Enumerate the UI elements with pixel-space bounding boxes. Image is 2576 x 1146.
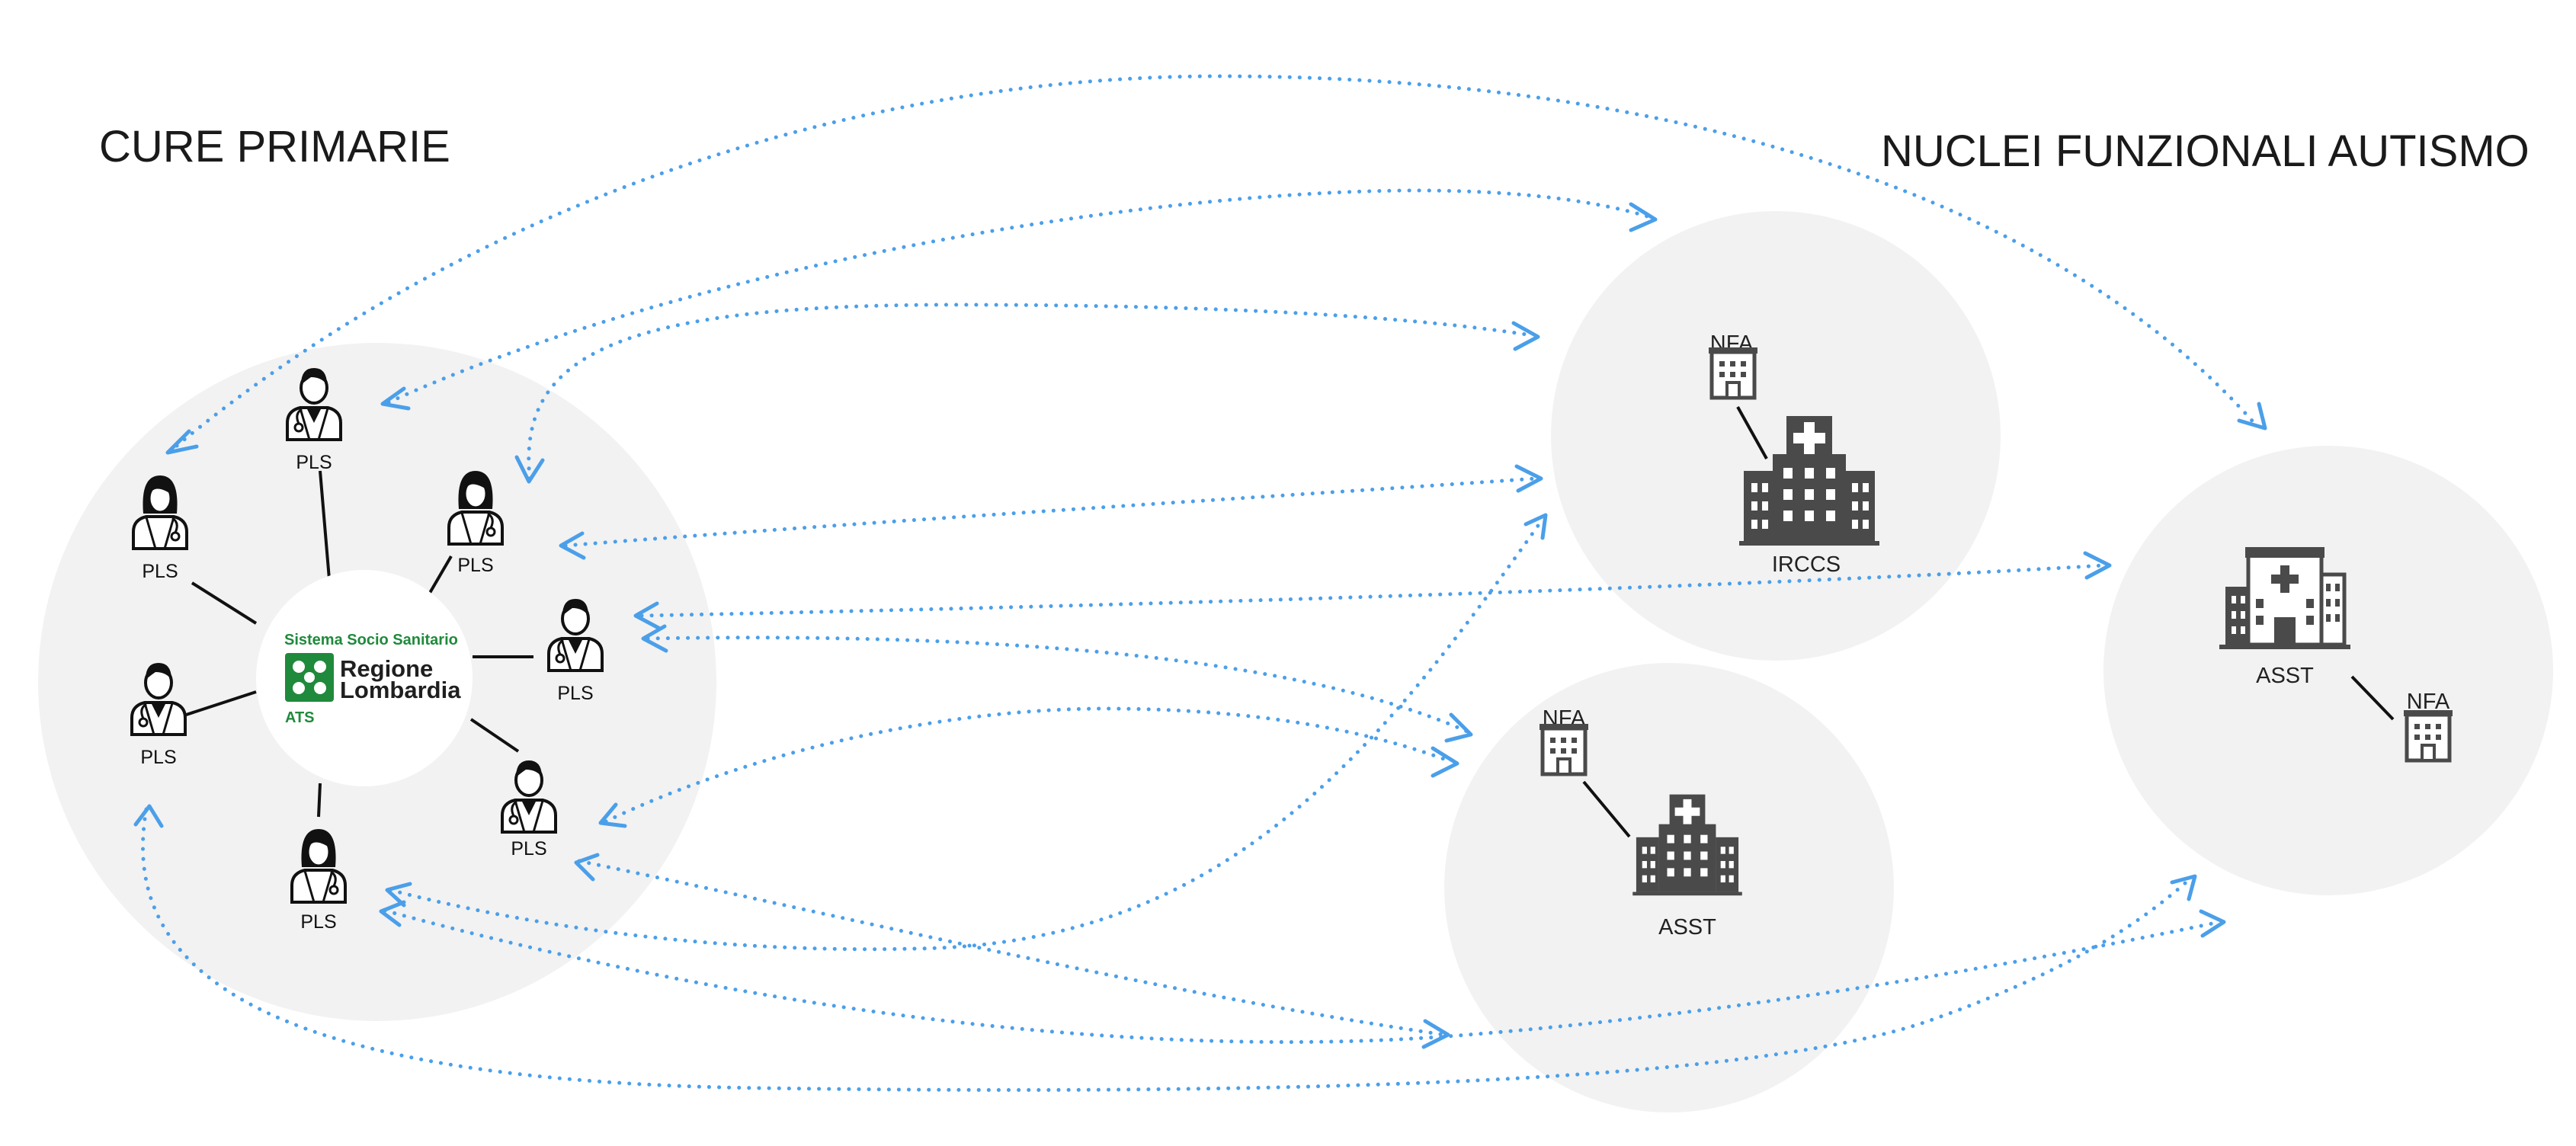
- arrow-pls-top-irccs: [380, 188, 1658, 411]
- facility-asst-right[interactable]: ASST NFA: [2219, 547, 2453, 760]
- nfa-label: NFA: [2407, 690, 2450, 714]
- rose-symbol: [293, 661, 326, 694]
- pls-node[interactable]: PLS: [290, 827, 347, 933]
- ats-connectors: [176, 470, 533, 818]
- ats-logo-system-text: Sistema Socio Sanitario: [284, 632, 458, 648]
- autism-units-title: NUCLEI FUNZIONALI AUTISMO: [1881, 126, 2530, 176]
- pls-label: PLS: [457, 555, 493, 576]
- ats-hub: [256, 570, 473, 786]
- pls-label: PLS: [300, 911, 336, 933]
- pls-label: PLS: [140, 747, 176, 768]
- pls-label: PLS: [142, 561, 178, 582]
- pls-label: PLS: [511, 838, 546, 860]
- arrow-pls-bottom-irccs: [385, 513, 1548, 952]
- pls-node[interactable]: PLS: [130, 661, 187, 768]
- arrow-top-arc: [165, 74, 2267, 455]
- referral-arrows: [133, 74, 2267, 1092]
- pls-label: PLS: [296, 452, 332, 473]
- pls-node[interactable]: PLS: [447, 469, 504, 576]
- arrow-pls-bottom-asst-right: [379, 900, 2226, 1045]
- arrow-pls-right-asst-right: [633, 551, 2112, 630]
- pls-node[interactable]: PLS: [286, 367, 342, 473]
- pls-node[interactable]: PLS: [547, 597, 604, 704]
- ats-logo-region-text: Regione: [340, 655, 433, 682]
- nfa-building-icon: [1709, 347, 1757, 398]
- facility-asst-middle[interactable]: NFA ASST: [1540, 706, 1742, 940]
- ats-logo-ats-text: ATS: [285, 709, 315, 726]
- irccs-zone: [1551, 211, 2001, 661]
- facility-label: IRCCS: [1772, 552, 1841, 577]
- ats-logo-lombardia-text: Lombardia: [340, 677, 461, 703]
- facility-irccs[interactable]: NFA IRCCS: [1709, 331, 1879, 577]
- arrow-pls-lower-right-asst-middle-bottom: [574, 853, 1450, 1049]
- arrow-pls-lower-left-asst-right: [133, 804, 2197, 1092]
- nfa-building-icon: [1540, 724, 1588, 774]
- arrow-pls-upper-right-irccs: [514, 303, 1540, 484]
- arrow-pls-right-irccs: [559, 464, 1543, 560]
- pls-node[interactable]: PLS: [501, 759, 557, 860]
- arrow-pls-lower-right-asst-middle: [598, 706, 1459, 828]
- facility-label: ASST: [1658, 915, 1716, 940]
- arrow-pls-right-asst-middle: [641, 624, 1473, 743]
- pls-label: PLS: [557, 683, 593, 704]
- pls-node[interactable]: PLS: [132, 474, 188, 582]
- facility-label: ASST: [2256, 664, 2314, 688]
- ats-logo: Sistema Socio Sanitario Regione Lombardi…: [284, 632, 461, 726]
- nfa-building-icon: [2404, 710, 2453, 760]
- primary-care-title: CURE PRIMARIE: [99, 122, 450, 171]
- asst-right-zone: [2103, 446, 2553, 895]
